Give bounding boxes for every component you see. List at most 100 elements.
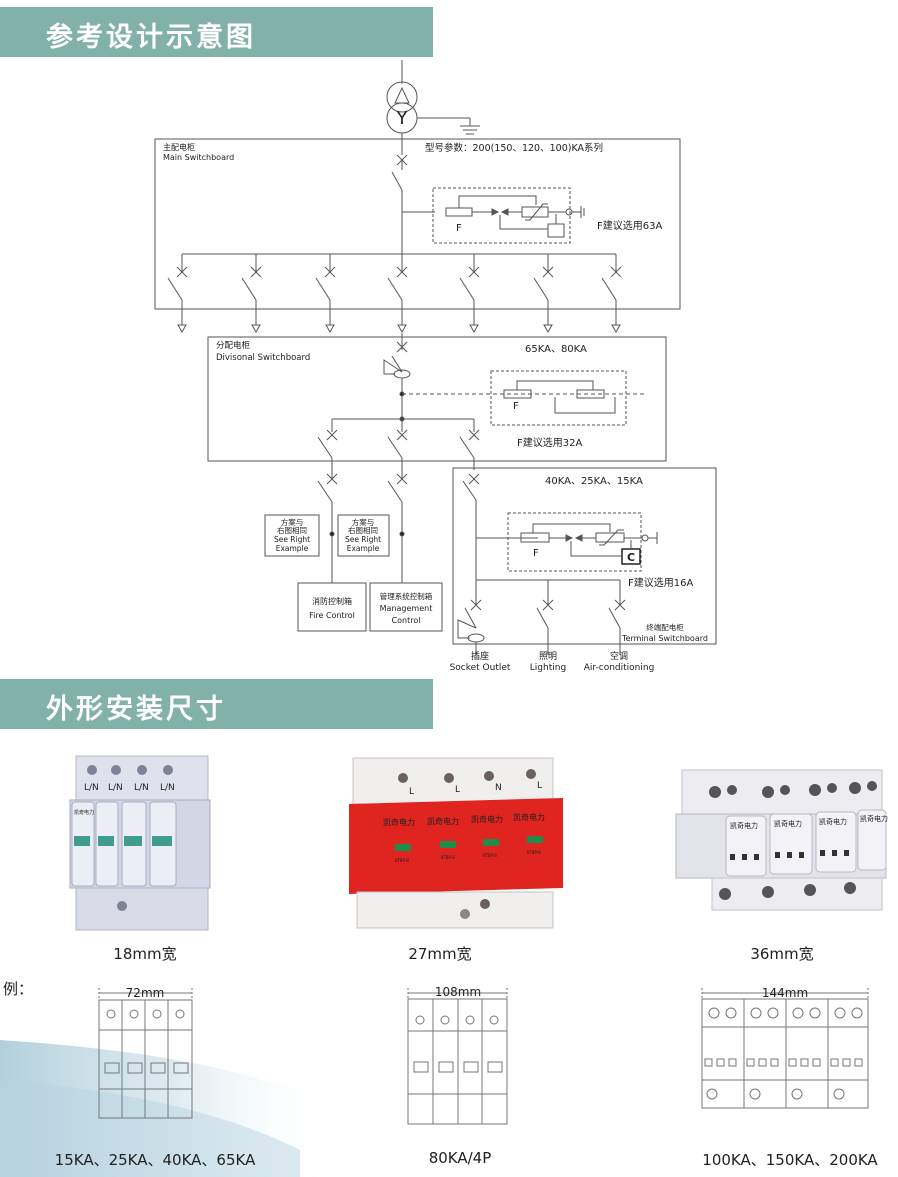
decorative-wave <box>0 1040 340 1177</box>
main-board-cn: 主配电柜 <box>163 142 195 152</box>
feeder-breaker <box>387 254 408 334</box>
indicator-square <box>854 1058 863 1067</box>
spd-module-div <box>490 370 627 426</box>
feeder-breaker <box>459 254 480 334</box>
wiring-diagram: Y 主配电柜 Main Switchboard 型号参数：200(150、120… <box>154 60 717 673</box>
load-en: Air-conditioning <box>584 663 655 673</box>
term-fuse-note: F建议选用16A <box>628 576 693 589</box>
model-text: KTBP-B <box>395 858 409 863</box>
arrow-down-icon <box>611 324 621 334</box>
see-right-text: See Right <box>345 535 381 544</box>
arrow-down-icon <box>325 324 335 334</box>
arrow-down-icon <box>251 324 261 334</box>
divisional-switchboard-box <box>207 336 667 462</box>
width-label-36mm: 36mm宽 <box>750 945 814 963</box>
indicator-square <box>800 1058 809 1067</box>
feeder-breaker <box>241 254 262 334</box>
section-banner-design: 参考设计示意图 <box>0 7 433 57</box>
transformer-delta-icon <box>386 81 418 113</box>
feeder-breaker <box>533 254 554 334</box>
model-text: KTBP-B <box>527 850 541 855</box>
see-right-text: 方案与 <box>281 517 304 527</box>
terminal-switchboard-box <box>452 467 717 645</box>
feeder-breaker <box>167 254 188 334</box>
fuse-icon <box>445 207 473 217</box>
see-right-text: Example <box>276 544 309 553</box>
ratings-label-3: 100KA、150KA、200KA <box>702 1151 878 1169</box>
term-board-rating: 40KA、25KA、15KA <box>545 476 643 487</box>
feeder-breaker <box>315 254 336 334</box>
terminal-label: N <box>495 783 502 793</box>
fire-control-box <box>297 582 367 632</box>
width-label-27mm: 27mm宽 <box>408 945 472 963</box>
model-text: KTBP-B <box>483 853 497 858</box>
brand-text: 凯奇电力 <box>730 821 758 830</box>
dimension-label: 144mm <box>762 986 808 1000</box>
management-control-box <box>369 582 443 632</box>
main-board-en: Main Switchboard <box>163 153 234 162</box>
term-c-label: C <box>627 551 635 564</box>
see-right-text: See Right <box>274 535 310 544</box>
dimension-drawing-72mm: 72mm <box>98 986 193 1119</box>
see-right-text: 右图相同 <box>277 525 307 535</box>
load-cn: 照明 <box>539 651 557 662</box>
section-title-install: 外形安装尺寸 <box>46 694 226 725</box>
terminal-label: L/N <box>108 783 123 793</box>
ratings-label-1: 15KA、25KA、40KA、65KA <box>54 1151 256 1169</box>
mgmt-control-en2: Control <box>392 616 421 625</box>
div-fuse-note: F建议选用32A <box>517 436 582 449</box>
see-right-text: Example <box>347 544 380 553</box>
terminal-label: L/N <box>84 783 99 793</box>
ratings-label-2: 80KA/4P <box>428 1149 492 1167</box>
terminal-label: L/N <box>160 783 175 793</box>
term-fuse-label: F <box>533 548 539 559</box>
see-right-text: 右图相同 <box>348 525 378 535</box>
brand-text: 凯奇电力 <box>383 817 415 827</box>
div-fuse-label: F <box>513 401 519 412</box>
term-board-en: Terminal Switchboard <box>621 634 708 643</box>
see-right-box-1 <box>264 514 320 557</box>
main-fuse-label: F <box>456 223 462 234</box>
transformer-label: Y <box>396 108 409 129</box>
example-label: 例： <box>3 980 34 998</box>
arrow-down-icon <box>543 324 553 334</box>
brand-text: 凯奇电力 <box>471 814 503 824</box>
varistor-icon <box>521 206 549 218</box>
div-board-cn: 分配电柜 <box>216 340 251 351</box>
arrow-down-icon <box>397 324 407 334</box>
spd-module-main <box>432 187 571 244</box>
indicator-square <box>716 1058 725 1067</box>
product-photo-36mm: 凯奇电力 凯奇电力 凯奇电力 凯奇电力 <box>675 769 888 911</box>
feeder-breaker <box>601 254 622 334</box>
section-title-design: 参考设计示意图 <box>46 22 256 53</box>
load-en: Lighting <box>530 663 566 673</box>
see-right-box-2 <box>337 514 390 557</box>
brand-text: 凯奇电力 <box>819 817 847 826</box>
terminal-label: L <box>409 787 414 797</box>
fire-control-en: Fire Control <box>309 611 355 620</box>
brand-text: 凯奇电力 <box>513 812 545 822</box>
dimension-drawing-108mm: 108mm <box>407 985 508 1125</box>
terminal-label: L/N <box>134 783 149 793</box>
indicator-square <box>788 1058 797 1067</box>
load-cn: 空调 <box>610 650 628 662</box>
load-en: Socket Outlet <box>450 663 511 673</box>
terminal-label: L <box>455 785 460 795</box>
mgmt-control-en1: Management <box>380 604 433 613</box>
width-label-18mm: 18mm宽 <box>113 945 177 963</box>
main-fuse-note: F建议选用63A <box>597 219 662 232</box>
model-text: KTBP-B <box>441 855 455 860</box>
terminal-label: L <box>537 781 542 791</box>
brand-text: 凯奇电力 <box>860 814 888 823</box>
indicator-square <box>728 1058 737 1067</box>
arrow-down-icon <box>469 324 479 334</box>
load-cn: 插座 <box>471 650 489 662</box>
dimension-drawing-144mm: 144mm <box>701 986 869 1109</box>
indicator-square <box>746 1058 755 1067</box>
indicator-square <box>758 1058 767 1067</box>
div-board-en: Divisonal Switchboard <box>216 353 310 363</box>
product-photo-18mm: L/N L/N L/N L/N 凯奇电力 <box>69 755 211 931</box>
term-board-cn: 终端配电柜 <box>646 622 684 632</box>
main-board-model: 型号参数：200(150、120、100)KA系列 <box>425 142 603 154</box>
indicator-square <box>812 1058 821 1067</box>
